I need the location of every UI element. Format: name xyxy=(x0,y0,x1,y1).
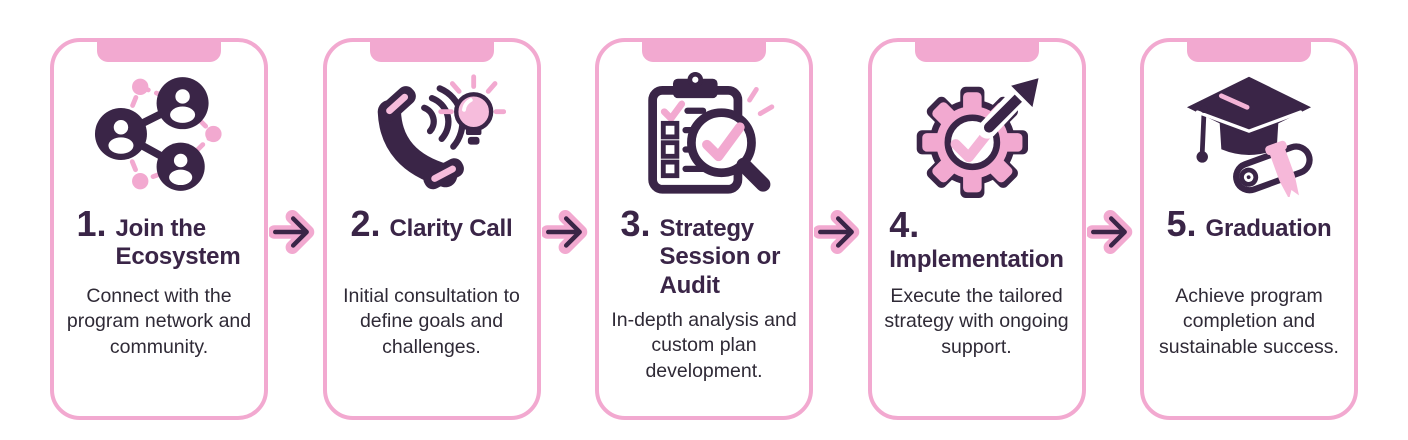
network-icon xyxy=(54,68,264,200)
step-card-5: 5. Graduation Achieve program completion… xyxy=(1140,38,1358,420)
step-description: Achieve program completion and sustainab… xyxy=(1159,285,1339,358)
phone-notch xyxy=(1187,41,1311,62)
step-title: Join the Ecosystem xyxy=(115,215,241,271)
step-title-row: 4. Implementation xyxy=(889,206,1064,276)
step-description: In-depth analysis and custom plan develo… xyxy=(611,308,797,382)
step-title: Clarity Call xyxy=(389,215,513,242)
phone-notch xyxy=(97,41,221,62)
step-number: 5. xyxy=(1166,203,1197,244)
step-title-row: 3. Strategy Session or Audit xyxy=(599,206,809,300)
phone-notch xyxy=(642,41,766,62)
step-description: Execute the tailored strategy with ongoi… xyxy=(884,285,1069,358)
step-title: Strategy Session or Audit xyxy=(659,215,781,299)
phone-lightbulb-icon xyxy=(327,68,537,200)
step-description: Connect with the program network and com… xyxy=(66,285,252,358)
step-card-2: 2. Clarity Call Initial consultation to … xyxy=(322,38,541,420)
gear-checkmark-arrow-icon xyxy=(872,68,1082,200)
arrow-right-icon xyxy=(1086,207,1139,257)
graduation-cap-diploma-icon xyxy=(1144,68,1354,200)
phone-notch xyxy=(369,41,494,62)
step-title-row: 1. Join the Ecosystem xyxy=(54,206,264,276)
step-description: Initial consultation to define goals and… xyxy=(343,285,520,358)
phone-notch xyxy=(914,41,1039,62)
step-title: Graduation xyxy=(1205,215,1332,242)
step-number: 1. xyxy=(76,203,107,244)
step-number: 2. xyxy=(350,203,381,244)
arrow-right-icon xyxy=(269,207,321,257)
step-number: 4. xyxy=(889,204,920,246)
arrow-right-icon xyxy=(541,207,594,257)
step-title: Implementation xyxy=(889,246,1064,274)
arrow-right-icon xyxy=(814,207,866,257)
step-title-row: 2. Clarity Call xyxy=(327,206,537,276)
step-card-3: 3. Strategy Session or Audit In-depth an… xyxy=(595,38,813,420)
step-card-1: 1. Join the Ecosystem Connect with the p… xyxy=(50,38,268,420)
step-number: 3. xyxy=(620,203,651,244)
step-title-row: 5. Graduation xyxy=(1144,206,1354,276)
step-card-4: 4. Implementation Execute the tailored s… xyxy=(867,38,1086,420)
clipboard-magnifier-icon xyxy=(599,68,809,200)
